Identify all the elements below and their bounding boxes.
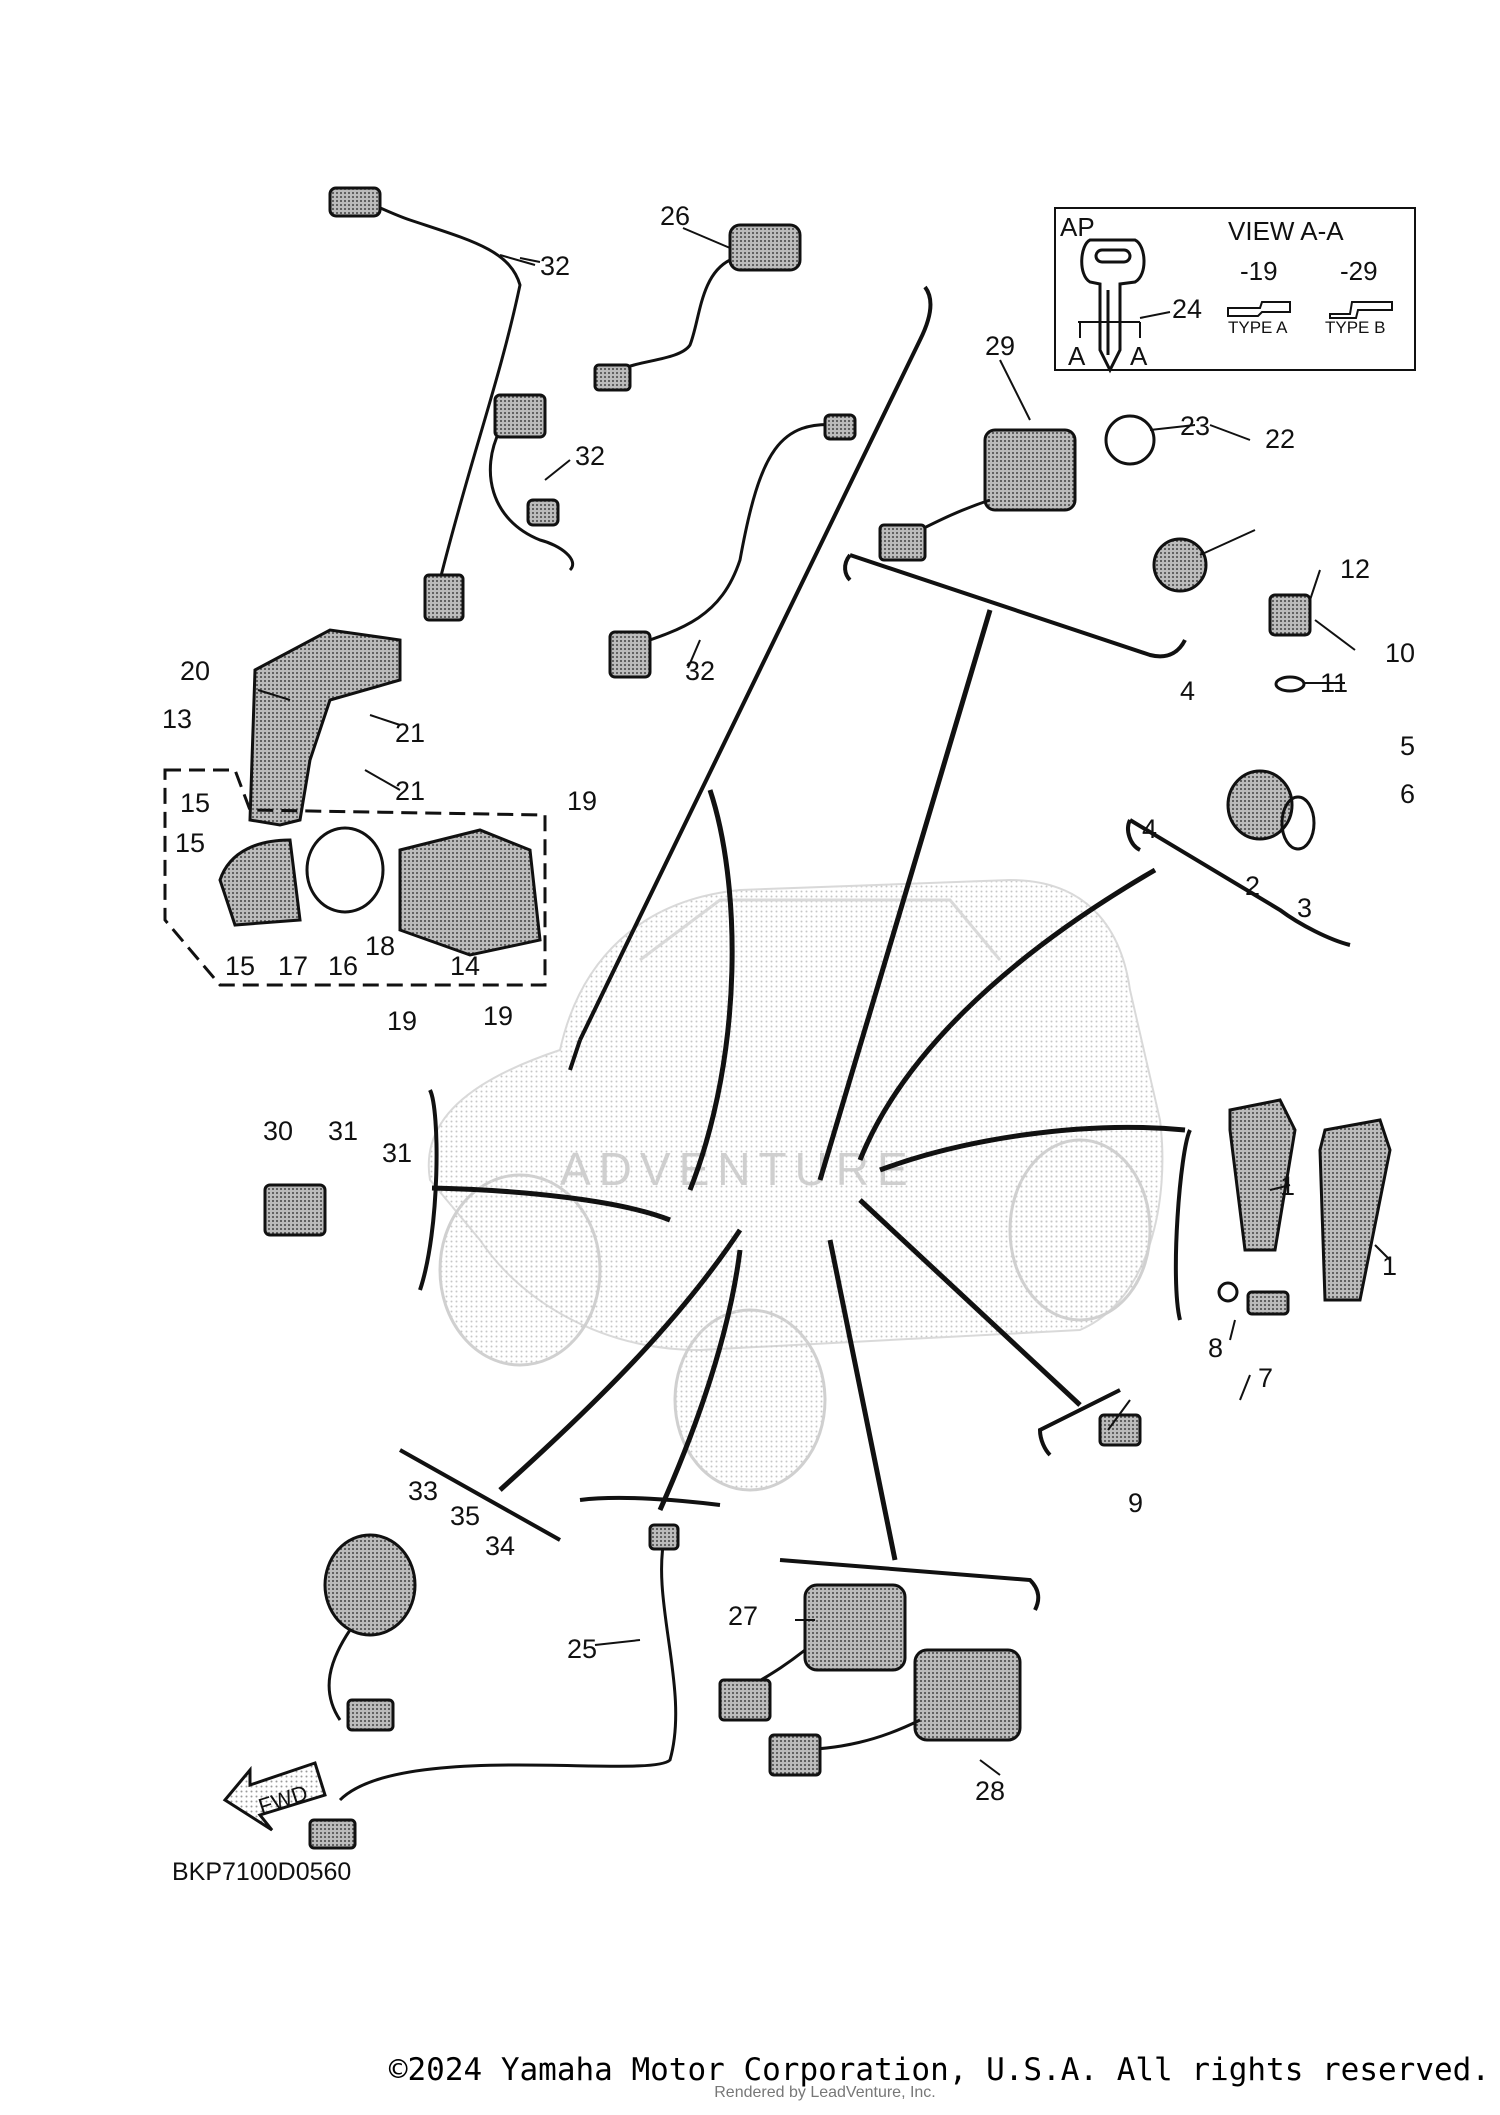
callout-9: 9 (1128, 1488, 1143, 1518)
section-label-right: A (1130, 341, 1148, 371)
inset-view-title: VIEW A-A (1228, 216, 1344, 246)
key-icon (1080, 238, 1146, 374)
callout-16: 16 (328, 951, 358, 981)
callout-28: 28 (975, 1776, 1005, 1806)
callout-19-mid: 19 (483, 1001, 513, 1031)
callout-23: 23 (1180, 411, 1210, 441)
section-brackets (399, 285, 1351, 1611)
callout-32-low: 32 (685, 656, 715, 686)
callout-33: 33 (408, 1476, 438, 1506)
callout-35: 35 (450, 1501, 480, 1531)
section-arrows-icon (1078, 321, 1141, 338)
callout-30: 30 (263, 1116, 293, 1146)
callout-14: 14 (450, 951, 480, 981)
callout-6: 6 (1400, 779, 1415, 809)
callout-27: 27 (728, 1601, 758, 1631)
callout-34: 34 (485, 1531, 515, 1561)
inset-suffix-a: -19 (1240, 256, 1278, 286)
callout-29: 29 (985, 331, 1015, 361)
callout-4-low: 4 (1142, 814, 1157, 844)
callout-17: 17 (278, 951, 308, 981)
callout-24: 24 (1172, 294, 1202, 324)
callout-5: 5 (1400, 731, 1415, 761)
inset-corner-label: AP (1060, 212, 1095, 242)
callout-leaders (257, 227, 1391, 1776)
callout-32-mid: 32 (575, 441, 605, 471)
callout-1-left: 1 (1280, 1171, 1295, 1201)
callout-31-right: 31 (382, 1138, 412, 1168)
callout-25: 25 (567, 1634, 597, 1664)
callout-11: 11 (1320, 668, 1348, 698)
callout-21-top: 21 (395, 718, 425, 748)
watermark: ADVENTURE (560, 1143, 916, 1195)
callout-13: 13 (162, 704, 192, 734)
callout-15-a: 15 (180, 788, 210, 818)
inset-type-b: TYPE B (1325, 318, 1385, 337)
callout-20: 20 (180, 656, 210, 686)
callout-10: 10 (1385, 638, 1415, 668)
callout-12: 12 (1340, 554, 1370, 584)
diagram-code: BKP7100D0560 (172, 1858, 352, 1886)
callout-1-right: 1 (1382, 1251, 1397, 1281)
callout-22: 22 (1265, 424, 1295, 454)
callout-7: 7 (1258, 1363, 1273, 1393)
callout-3: 3 (1297, 893, 1312, 923)
type-b-profile-icon (1329, 301, 1393, 319)
callout-19-right: 19 (567, 786, 597, 816)
callouts: 32 26 32 32 29 23 22 12 10 11 4 5 6 4 2 … (162, 201, 1415, 1806)
callout-15-b: 15 (175, 828, 205, 858)
callout-2: 2 (1245, 871, 1260, 901)
copyright-notice: ©2024 Yamaha Motor Corporation, U.S.A. A… (388, 2052, 1490, 2088)
callout-26: 26 (660, 201, 690, 231)
inset-suffix-b: -29 (1340, 256, 1378, 286)
view-inset: AP VIEW A-A -19 -29 TYPE A TYPE B A A 24 (1054, 207, 1416, 374)
parts (163, 186, 1392, 1850)
section-label-left: A (1068, 341, 1086, 371)
rendered-by-note: Rendered by LeadVenture, Inc. (714, 2084, 936, 2101)
type-a-profile-icon (1227, 301, 1291, 317)
callout-18: 18 (365, 931, 395, 961)
inset-type-a: TYPE A (1228, 318, 1288, 337)
leader-lines (431, 609, 1186, 1561)
callout-31-left: 31 (328, 1116, 358, 1146)
callout-15-c: 15 (225, 951, 255, 981)
callout-19-left: 19 (387, 1006, 417, 1036)
callout-4-top: 4 (1180, 676, 1195, 706)
fwd-arrow-icon: FWD (222, 1761, 327, 1832)
callout-21-low: 21 (395, 776, 425, 806)
callout-32-top: 32 (540, 251, 570, 281)
callout-8: 8 (1208, 1333, 1223, 1363)
